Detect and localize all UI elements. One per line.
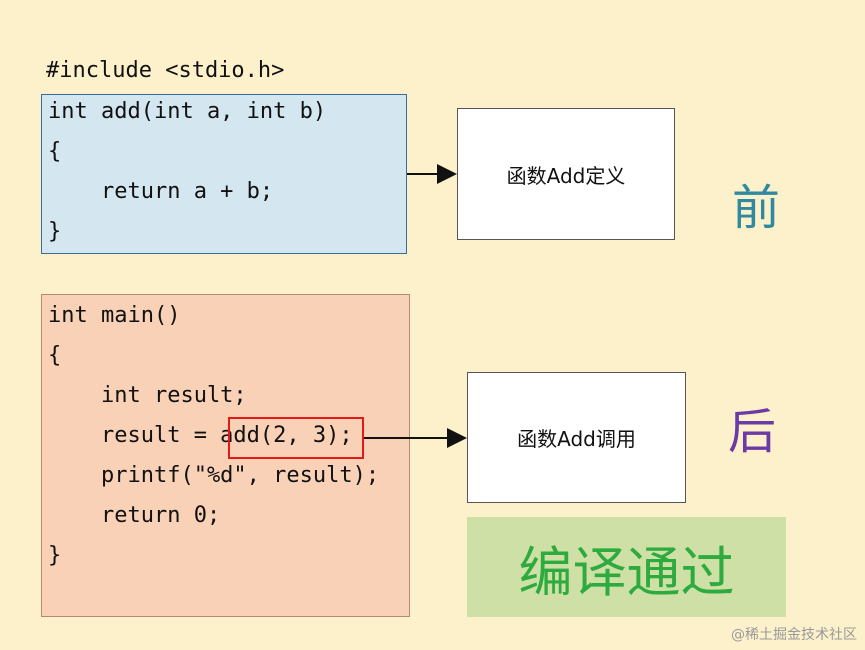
compile-result-text: 编译通过 <box>518 540 735 604</box>
code-line: return 0; <box>48 503 221 528</box>
code-line: { <box>48 139 62 164</box>
code-line: } <box>48 219 62 244</box>
compile-result-banner: 编译通过 <box>467 517 786 617</box>
watermark: @稀土掘金技术社区 <box>731 627 857 643</box>
definition-label: 函数Add定义 <box>506 163 626 188</box>
code-line: int main() <box>48 303 181 328</box>
code-line: int result; <box>48 383 247 408</box>
call-label-box: 函数Add调用 <box>467 372 686 503</box>
code-line: result = add(2, 3); <box>48 423 353 448</box>
code-line: printf("%d", result); <box>48 463 380 488</box>
call-label: 函数Add调用 <box>517 427 636 451</box>
include-line: #include <stdio.h> <box>46 58 285 83</box>
before-marker: 前 <box>732 180 781 236</box>
after-marker: 后 <box>728 404 777 460</box>
code-line: int add(int a, int b) <box>48 99 327 124</box>
function-call-highlight <box>228 417 364 459</box>
code-line: return a + b; <box>48 179 274 204</box>
code-line: { <box>48 343 62 368</box>
function-definition-box: int add(int a, int b) { return a + b; } <box>41 94 407 254</box>
main-function-box: int main() { int result; result = add(2,… <box>41 294 410 617</box>
definition-label-box: 函数Add定义 <box>457 108 675 240</box>
code-line: } <box>48 543 62 568</box>
